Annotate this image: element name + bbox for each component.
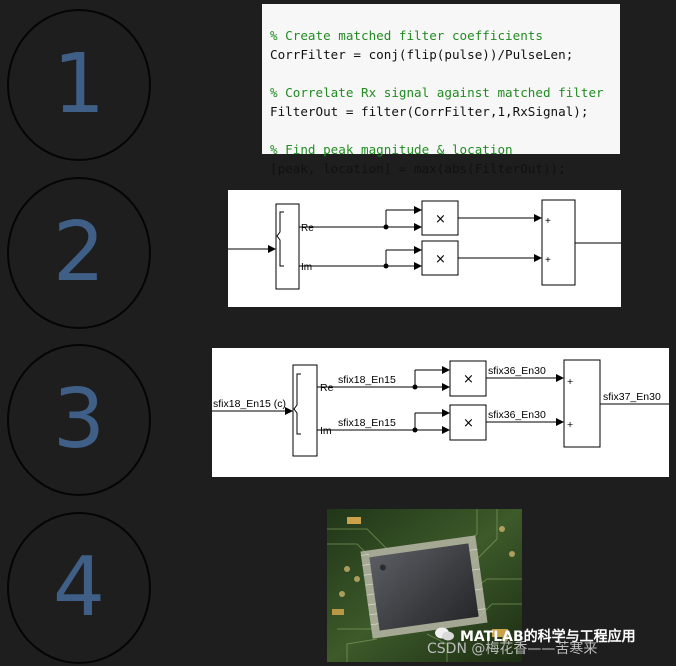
step-circle-1: 1 (7, 9, 151, 161)
multiply-symbol-bottom: × (463, 416, 474, 431)
code-comment-3: % Find peak magnitude & location (270, 142, 513, 157)
hdl-fixed-point-diagram: sfix18_En15 (c) Re Im sfix18_En15 sfix18… (212, 348, 669, 477)
code-line-3: [peak, location] = max(abs(FilterOut)); (270, 161, 566, 176)
step-number-1: 1 (52, 37, 106, 132)
im-signal-label: sfix18_En15 (338, 417, 396, 429)
split-im-label: Im (301, 262, 312, 273)
sum-output-label: sfix37_En30 (603, 391, 661, 403)
multiply-symbol-top: × (435, 212, 446, 227)
circuit-board-illustration (327, 509, 522, 662)
step-number-4: 4 (52, 540, 106, 635)
mult-top-output-label: sfix36_En30 (488, 365, 546, 377)
split-im-label: Im (320, 425, 332, 437)
code-line-1: CorrFilter = conj(flip(pulse))/PulseLen; (270, 47, 574, 62)
code-line-2: FilterOut = filter(CorrFilter,1,RxSignal… (270, 104, 589, 119)
multiply-symbol-top: × (463, 372, 474, 387)
mult-bottom-output-label: sfix36_En30 (488, 409, 546, 421)
multiply-symbol-bottom: × (435, 252, 446, 267)
fpga-chip-photo (327, 509, 522, 662)
input-signal-label: sfix18_En15 (c) (213, 398, 286, 410)
sum-plus-top: + (545, 216, 551, 227)
re-signal-label: sfix18_En15 (338, 374, 396, 386)
watermark-site: CSDN @梅花香——苦寒来 (427, 641, 598, 657)
step-circle-2: 2 (7, 177, 151, 329)
split-re-label: Re (320, 382, 334, 394)
sum-plus-bottom: + (545, 255, 551, 266)
code-comment-2: % Correlate Rx signal against matched fi… (270, 85, 604, 100)
step-number-3: 3 (52, 372, 106, 467)
wechat-icon (435, 627, 454, 641)
split-re-label: Re (301, 223, 314, 234)
step-number-2: 2 (52, 205, 106, 300)
code-comment-1: % Create matched filter coefficients (270, 28, 543, 43)
sum-plus-top: + (567, 376, 573, 388)
simulink-diagram: Re Im × × + + (228, 190, 621, 307)
step-circle-4: 4 (7, 512, 151, 664)
sum-plus-bottom: + (567, 419, 573, 431)
watermark-brand: MATLAB的科学与工程应用 (460, 629, 636, 645)
step-circle-3: 3 (7, 344, 151, 496)
